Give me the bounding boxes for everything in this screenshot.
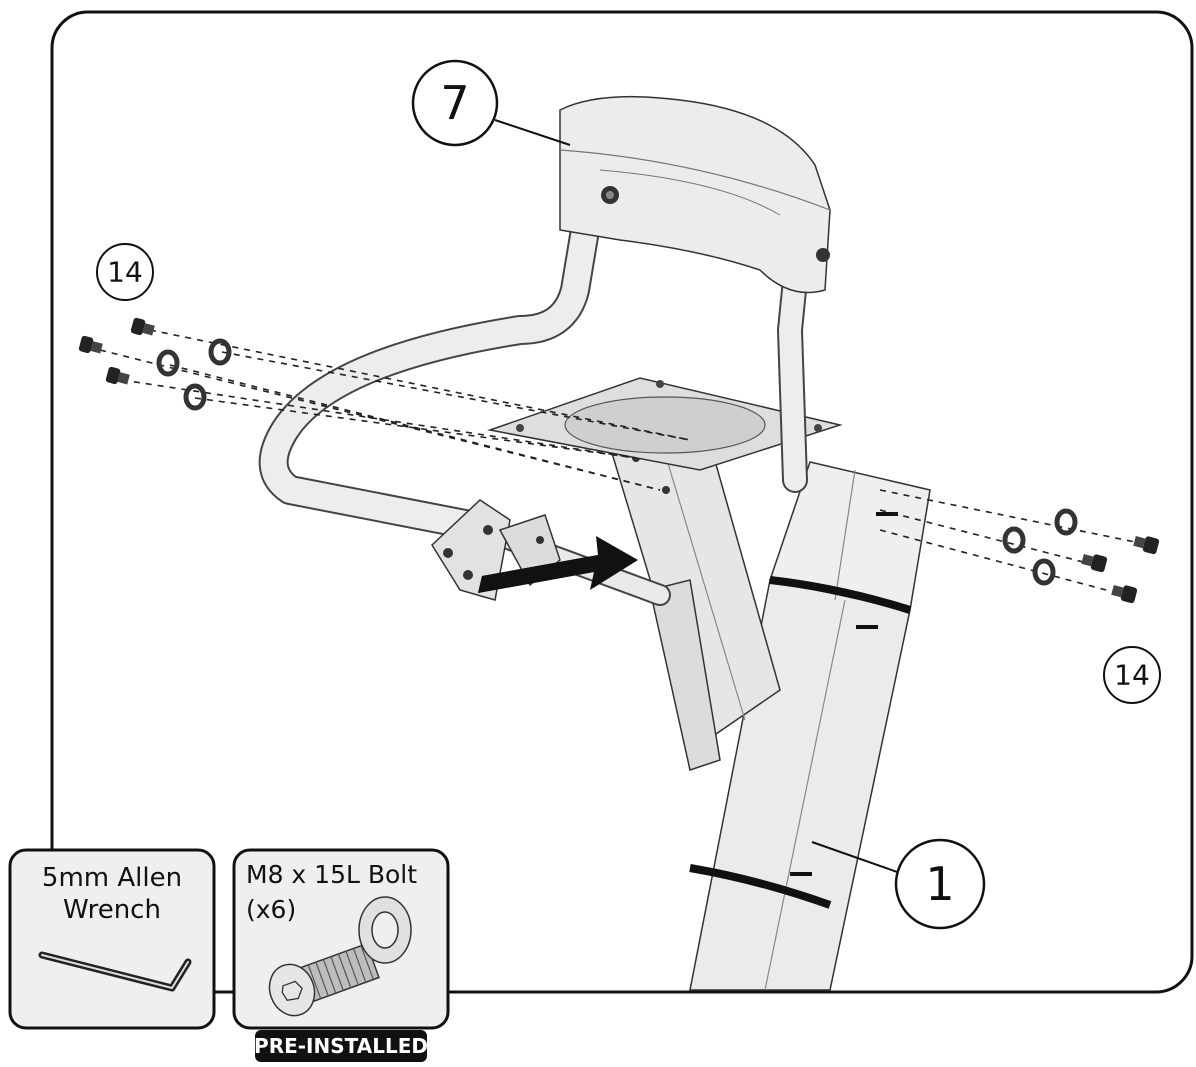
frame-post <box>689 461 931 991</box>
mounting-plate <box>487 377 843 471</box>
bolt-title-line2: (x6) <box>246 895 296 924</box>
callout-frame-label: 1 <box>925 857 954 911</box>
hex-bolt-icon <box>268 942 380 1017</box>
callout-frame: 1 <box>811 838 986 930</box>
callout-hardware-right: 14 <box>1103 646 1161 704</box>
washer-icon <box>1002 508 1078 586</box>
pre-installed-badge: PRE-INSTALLED <box>254 1034 428 1058</box>
diagram-frame <box>50 10 1194 994</box>
bolt-icon <box>1081 536 1160 604</box>
callout-seat: 7 <box>411 59 571 147</box>
tool-panel-wrench: 5mm Allen Wrench <box>8 848 216 1030</box>
callout-hardware-left-label: 14 <box>107 256 143 289</box>
callout-seat-label: 7 <box>440 76 469 130</box>
allen-wrench-icon <box>38 951 192 992</box>
wrench-title-line2: Wrench <box>63 895 161 925</box>
washer-icon <box>358 896 412 964</box>
callout-hardware-right-label: 14 <box>1114 659 1150 692</box>
wrench-title-line1: 5mm Allen <box>42 863 182 893</box>
seat-pad <box>559 95 831 294</box>
alignment-lines <box>99 329 1151 596</box>
bolt-title-line1: M8 x 15L Bolt <box>246 860 417 889</box>
bolt-icon <box>78 317 155 385</box>
callout-hardware-left: 14 <box>96 243 154 301</box>
washer-icon <box>156 338 232 411</box>
tool-panel-bolt: M8 x 15L Bolt (x6) PRE-INSTALLED <box>232 848 450 1062</box>
